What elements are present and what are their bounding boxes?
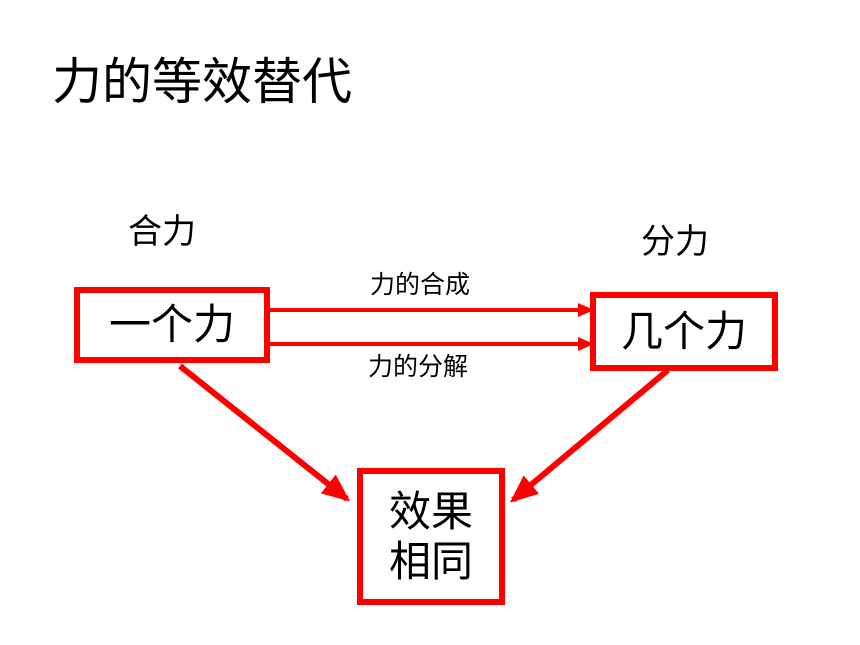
one-force-text: 一个力 [108,300,235,349]
same-effect-text-line2: 相同 [388,536,473,586]
several-forces-text: 几个力 [620,306,747,356]
page-title: 力的等效替代 [52,53,352,111]
composition-label: 力的合成 [370,270,471,299]
components-label: 分力 [641,222,709,262]
one-force-to-effect-arrow [178,363,351,502]
decomposition-label: 力的分解 [368,352,469,381]
one-force-box: 一个力 [74,287,270,363]
several-forces-box: 几个力 [590,292,778,371]
same-effect-text-line1: 效果 [388,486,473,536]
same-effect-box: 效果 相同 [357,468,505,605]
resultant-label: 合力 [128,212,196,252]
several-forces-to-effect-arrow [509,367,670,503]
